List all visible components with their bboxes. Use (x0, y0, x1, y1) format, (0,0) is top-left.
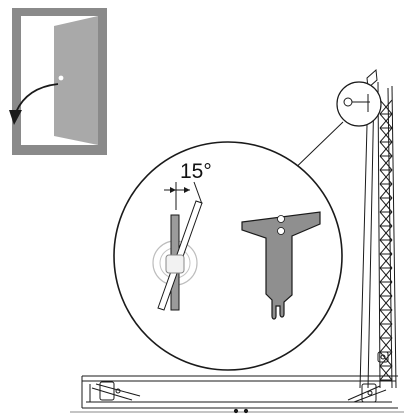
lattice-brace (379, 295, 393, 311)
lattice-brace (379, 253, 393, 269)
lattice-brace (379, 183, 393, 199)
lattice-brace (379, 211, 393, 227)
detail-magnified-circle (113, 141, 343, 371)
key-tool-icon (241, 211, 321, 320)
door-opening-icon (9, 8, 107, 155)
angle-label: 15° (180, 160, 212, 183)
base-frame (70, 375, 404, 414)
lattice-brace (379, 323, 393, 339)
lattice-frame (359, 68, 397, 389)
lattice-brace (379, 351, 393, 367)
lattice-brace (379, 197, 393, 213)
lattice-brace (379, 169, 393, 185)
detail-callout-circle (336, 81, 382, 127)
lattice-brace (379, 99, 393, 115)
lattice-brace (379, 365, 393, 381)
lattice-brace (379, 267, 393, 283)
lattice-brace (379, 281, 393, 297)
lattice-brace (379, 141, 393, 157)
lattice-brace (379, 113, 393, 129)
lattice-brace (379, 155, 393, 171)
lattice-brace (379, 225, 393, 241)
lattice-brace (379, 337, 393, 353)
hinge-rotation-icon (152, 200, 203, 311)
lattice-brace (379, 239, 393, 255)
lattice-brace (379, 309, 393, 325)
angle-annotation: 15° (164, 160, 212, 210)
lattice-brace (379, 127, 393, 143)
